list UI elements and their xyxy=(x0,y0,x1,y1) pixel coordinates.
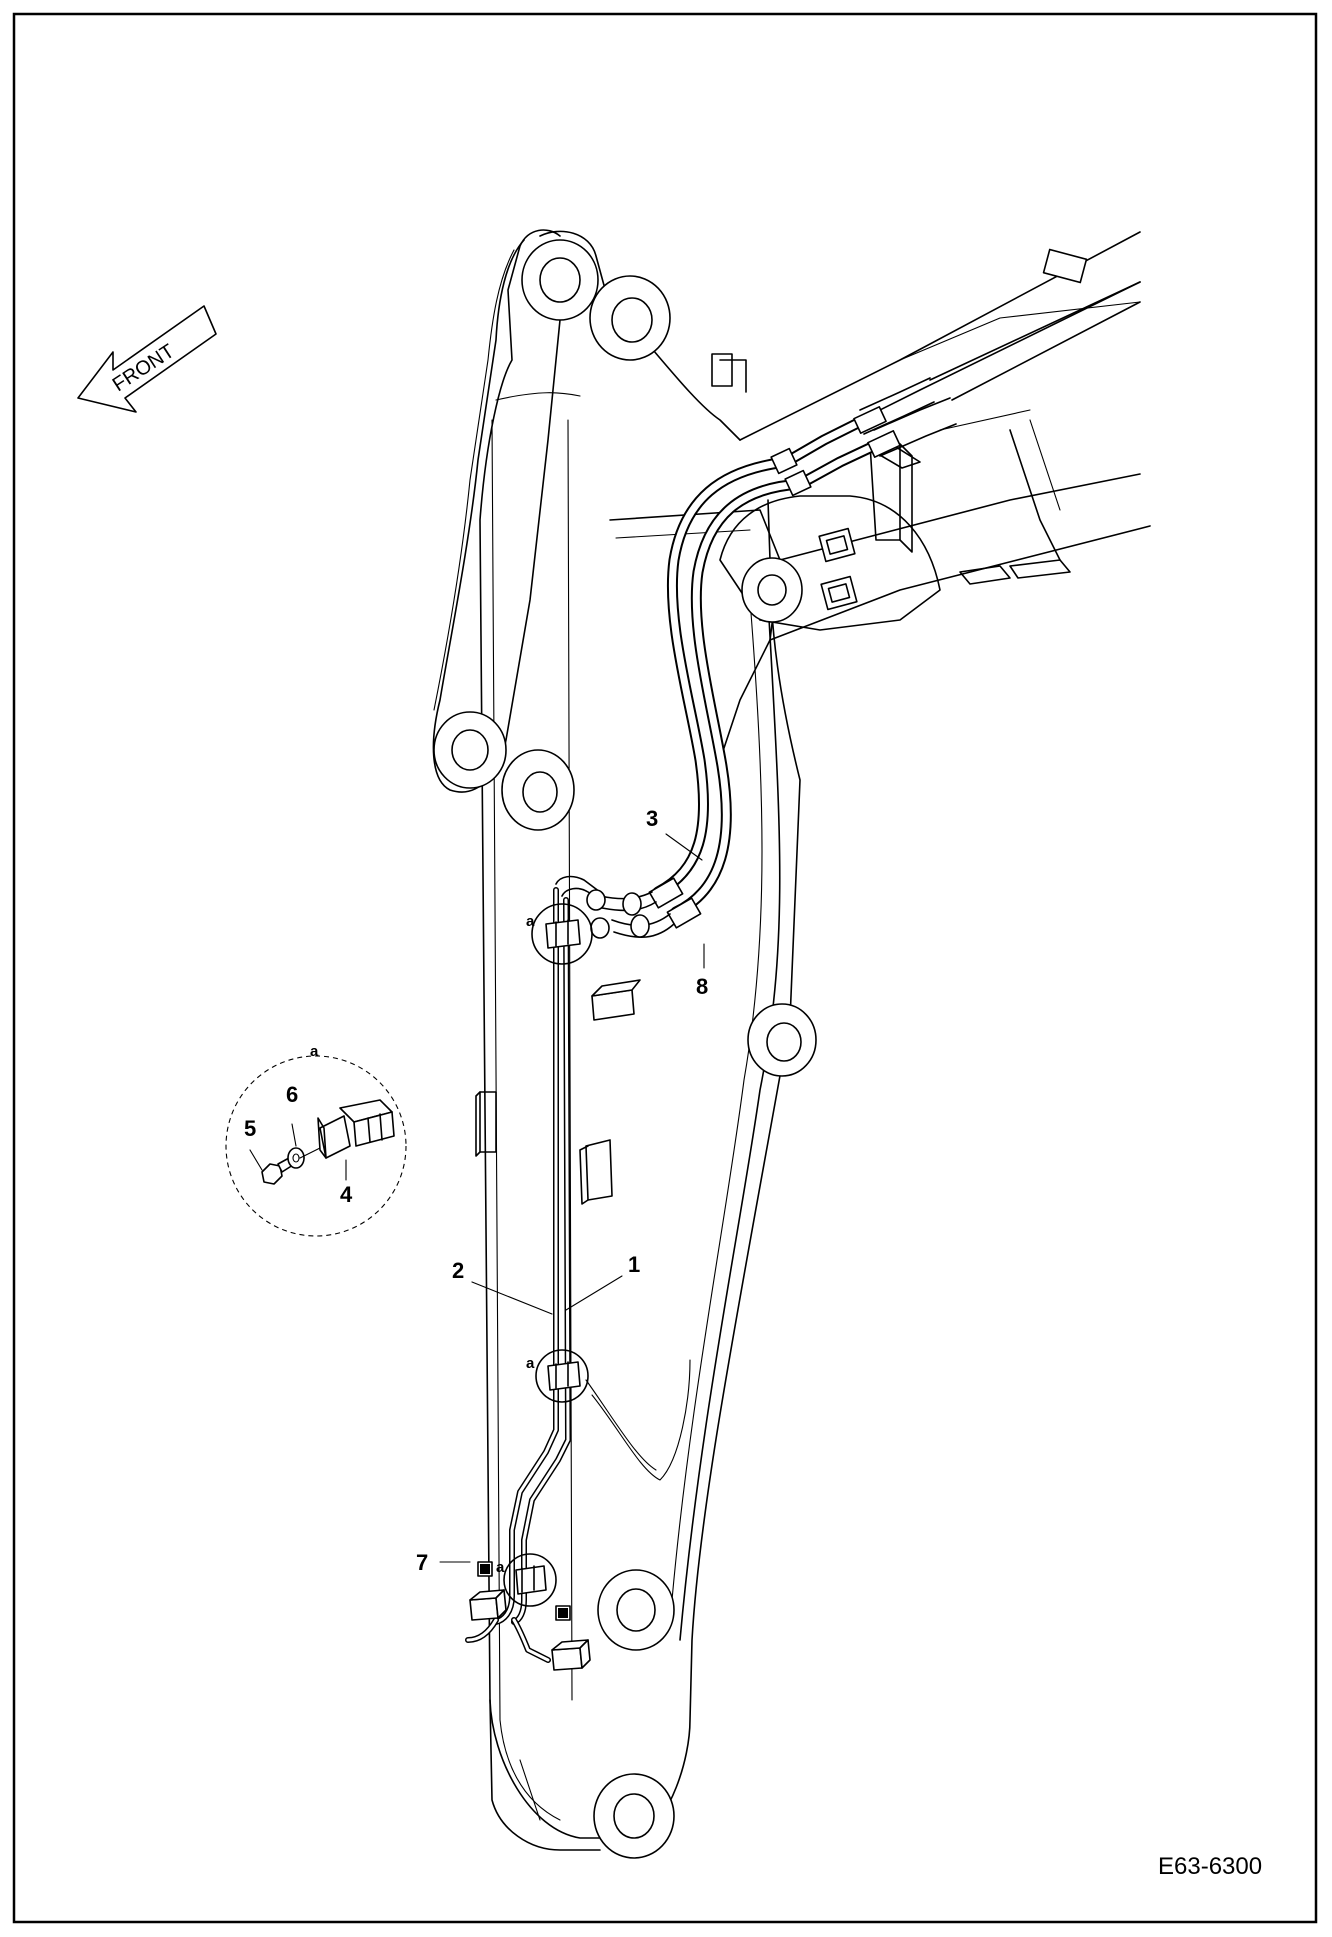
hose-end-sleeve-8 xyxy=(666,897,702,929)
clamp-detail-marker-lower xyxy=(503,1553,557,1607)
pin-boss-top-left xyxy=(521,239,599,321)
link-bracket xyxy=(432,239,561,793)
boom-hoses-upper xyxy=(780,281,1141,490)
detail-marker-middle: a xyxy=(526,1355,535,1372)
front-arrow-icon: FRONT xyxy=(77,305,217,413)
clamp-detail-marker-upper xyxy=(531,903,593,965)
arm-pad-1 xyxy=(591,979,641,1021)
pin-boss-arm-right xyxy=(747,1003,817,1077)
callout-5: 5 xyxy=(244,1116,256,1141)
pipe-2 xyxy=(493,887,559,1625)
callout-3: 3 xyxy=(646,806,658,831)
clamp-4 xyxy=(317,1099,395,1159)
callout-2: 2 xyxy=(452,1258,464,1283)
pin-boss-link-middle xyxy=(501,749,575,831)
pipe-connector-top xyxy=(555,875,610,939)
elbow-fitting-upper xyxy=(599,891,657,916)
arm-pad-2 xyxy=(579,1139,613,1205)
hose-8 xyxy=(670,478,806,918)
callout-6: 6 xyxy=(286,1082,298,1107)
pipe-lower-ends xyxy=(465,1617,551,1663)
callout-4: 4 xyxy=(340,1182,353,1207)
washer-6 xyxy=(287,1147,305,1169)
callout-1: 1 xyxy=(628,1252,640,1277)
callout-8: 8 xyxy=(696,974,708,999)
boom-body xyxy=(711,231,1151,641)
drawing-number: E63-6300 xyxy=(1158,1853,1262,1880)
pin-boss-arm-lower xyxy=(597,1569,675,1651)
pipe-1 xyxy=(511,897,571,1625)
boom-fitting-upper xyxy=(770,406,901,497)
pin-boss-top-right xyxy=(589,275,671,361)
arm-body xyxy=(479,229,801,1851)
page-border xyxy=(12,12,1318,1924)
callout-7: 7 xyxy=(416,1550,428,1575)
detail-marker-upper: a xyxy=(526,913,535,930)
arm-pad-3 xyxy=(475,1091,497,1157)
hose-end-sleeve-3 xyxy=(648,877,684,909)
detail-view-a xyxy=(225,1055,407,1237)
pin-boss-link-lower xyxy=(433,711,507,789)
leader-lines xyxy=(249,833,705,1563)
elbow-fitting-lower xyxy=(611,913,675,939)
plug-7 xyxy=(477,1561,571,1621)
clamp-detail-marker-middle xyxy=(535,1349,589,1403)
pin-boss-arm-tip xyxy=(593,1773,675,1859)
detail-view-tag: a xyxy=(310,1043,319,1060)
hose-3 xyxy=(652,456,792,898)
port-block-left xyxy=(469,1589,507,1621)
detail-marker-lower: a xyxy=(496,1559,505,1576)
port-block-right xyxy=(551,1639,591,1671)
